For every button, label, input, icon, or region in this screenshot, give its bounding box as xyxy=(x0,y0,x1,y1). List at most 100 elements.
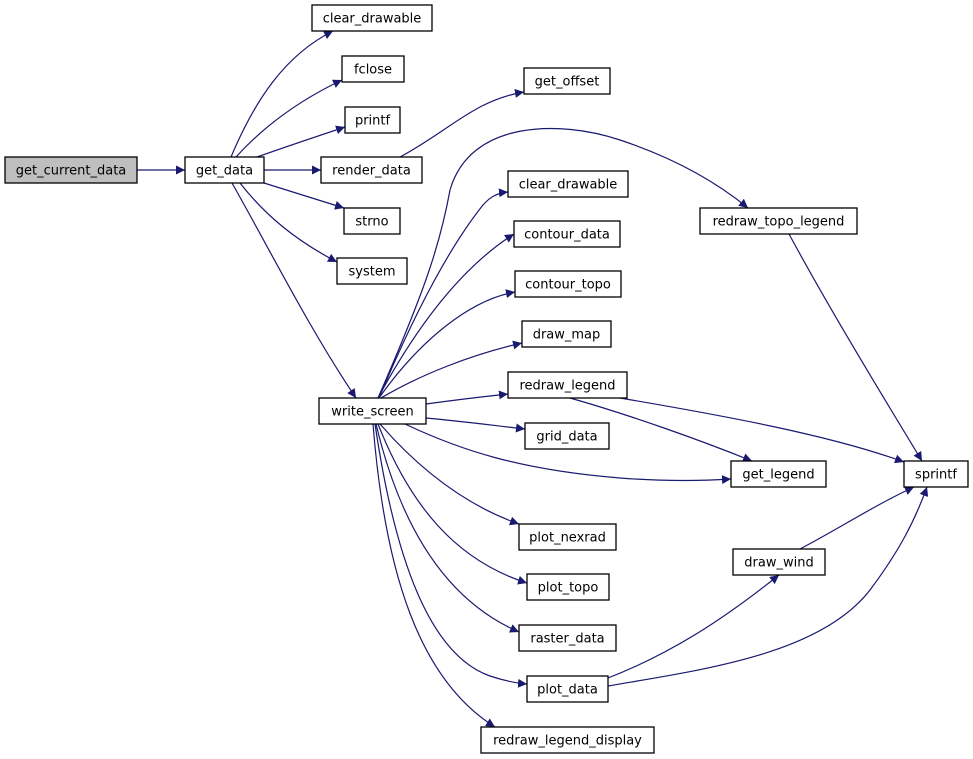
node-box[interactable] xyxy=(184,156,265,184)
node-redraw-legend-display[interactable]: redraw_legend_display xyxy=(480,726,655,754)
node-label: contour_data xyxy=(524,228,610,243)
node-box[interactable] xyxy=(699,207,858,235)
node-box[interactable] xyxy=(311,4,433,32)
node-label: contour_topo xyxy=(525,278,611,293)
edge-arrow xyxy=(231,182,357,399)
node-box[interactable] xyxy=(507,371,628,399)
node-box[interactable] xyxy=(524,422,610,450)
node-box[interactable] xyxy=(903,460,969,488)
node-label: clear_drawable xyxy=(323,12,422,27)
node-box[interactable] xyxy=(318,397,427,425)
node-box[interactable] xyxy=(514,270,622,298)
node-label: plot_topo xyxy=(538,581,599,596)
node-box[interactable] xyxy=(732,548,826,576)
edge-write_screen-to-raster_data xyxy=(375,423,520,633)
node-label: get_data xyxy=(196,164,253,179)
node-get-current-data[interactable]: get_current_data xyxy=(4,156,138,184)
node-box[interactable] xyxy=(518,624,617,652)
node-sprintf[interactable]: sprintf xyxy=(903,460,969,488)
node-box[interactable] xyxy=(344,106,401,134)
node-clear-drawable-2[interactable]: clear_drawable xyxy=(507,170,629,198)
node-contour-data[interactable]: contour_data xyxy=(513,220,621,248)
node-write-screen[interactable]: write_screen xyxy=(318,397,427,425)
node-box[interactable] xyxy=(320,156,423,184)
edge-redraw_legend-to-sprintf xyxy=(619,397,905,464)
node-box[interactable] xyxy=(730,460,827,488)
edge-write_screen-to-contour_topo xyxy=(378,289,516,399)
node-get-offset[interactable]: get_offset xyxy=(523,67,611,95)
node-get-legend[interactable]: get_legend xyxy=(730,460,827,488)
edge-arrow xyxy=(263,182,345,210)
node-label: system xyxy=(349,265,396,280)
node-redraw-legend[interactable]: redraw_legend xyxy=(507,371,628,399)
node-box[interactable] xyxy=(526,573,610,601)
node-box[interactable] xyxy=(480,726,655,754)
node-label: plot_nexrad xyxy=(529,531,606,546)
node-redraw-topo-legend[interactable]: redraw_topo_legend xyxy=(699,207,858,235)
node-box[interactable] xyxy=(507,170,629,198)
node-grid-data[interactable]: grid_data xyxy=(524,422,610,450)
edge-arrow xyxy=(378,188,509,399)
node-system[interactable]: system xyxy=(336,257,408,285)
node-label: get_current_data xyxy=(16,164,127,179)
edge-get_data-to-write_screen xyxy=(231,182,357,399)
node-plot-nexrad[interactable]: plot_nexrad xyxy=(518,523,617,551)
node-box[interactable] xyxy=(336,257,408,285)
edge-write_screen-to-draw_map xyxy=(380,340,523,399)
edge-arrow xyxy=(230,30,334,158)
node-raster-data[interactable]: raster_data xyxy=(518,624,617,652)
edge-arrow xyxy=(380,340,523,399)
edge-arrow xyxy=(425,390,509,405)
edge-arrow xyxy=(404,423,732,485)
node-get-data[interactable]: get_data xyxy=(184,156,265,184)
node-box[interactable] xyxy=(523,67,611,95)
node-box[interactable] xyxy=(513,220,621,248)
edge-arrow xyxy=(239,182,338,263)
node-draw-map[interactable]: draw_map xyxy=(521,320,612,348)
edge-get_data-to-clear_drawable_1 xyxy=(230,30,334,158)
node-label: fclose xyxy=(354,63,392,78)
node-label: grid_data xyxy=(536,430,597,445)
node-label: get_offset xyxy=(535,75,600,90)
node-box[interactable] xyxy=(341,55,405,83)
node-box[interactable] xyxy=(526,675,609,703)
edge-write_screen-to-redraw_legend_display xyxy=(372,423,496,728)
edge-arrow xyxy=(374,423,528,688)
node-label: redraw_legend_display xyxy=(493,734,642,749)
node-fclose[interactable]: fclose xyxy=(341,55,405,83)
edge-arrow xyxy=(425,417,526,433)
node-contour-topo[interactable]: contour_topo xyxy=(514,270,622,298)
edge-arrow xyxy=(379,423,520,526)
node-label: plot_data xyxy=(537,683,598,698)
node-clear-drawable-1[interactable]: clear_drawable xyxy=(311,4,433,32)
node-box[interactable] xyxy=(518,523,617,551)
edge-write_screen-to-contour_data xyxy=(377,233,515,399)
node-plot-topo[interactable]: plot_topo xyxy=(526,573,610,601)
edge-redraw_topo_legend-to-sprintf xyxy=(788,233,923,462)
node-strno[interactable]: strno xyxy=(343,207,401,235)
edge-write_screen-to-redraw_legend xyxy=(425,390,509,405)
edge-write_screen-to-get_legend xyxy=(404,423,732,485)
node-render-data[interactable]: render_data xyxy=(320,156,423,184)
edge-get_data-to-printf xyxy=(256,125,346,158)
node-label: printf xyxy=(355,114,391,129)
edge-arrow xyxy=(569,397,753,462)
edge-get_data-to-strno xyxy=(263,182,345,210)
node-label: redraw_topo_legend xyxy=(713,215,845,230)
node-box[interactable] xyxy=(4,156,138,184)
node-draw-wind[interactable]: draw_wind xyxy=(732,548,826,576)
node-box[interactable] xyxy=(343,207,401,235)
node-label: render_data xyxy=(332,164,411,179)
edge-write_screen-to-plot_nexrad xyxy=(379,423,520,526)
edge-plot_data-to-sprintf xyxy=(607,486,929,687)
node-label: clear_drawable xyxy=(519,178,618,193)
node-printf[interactable]: printf xyxy=(344,106,401,134)
edge-arrow xyxy=(607,574,780,679)
edge-arrow xyxy=(377,127,749,399)
node-plot-data[interactable]: plot_data xyxy=(526,675,609,703)
node-label: redraw_legend xyxy=(519,379,615,394)
edge-arrow xyxy=(256,125,346,158)
node-label: get_legend xyxy=(742,468,814,483)
node-box[interactable] xyxy=(521,320,612,348)
